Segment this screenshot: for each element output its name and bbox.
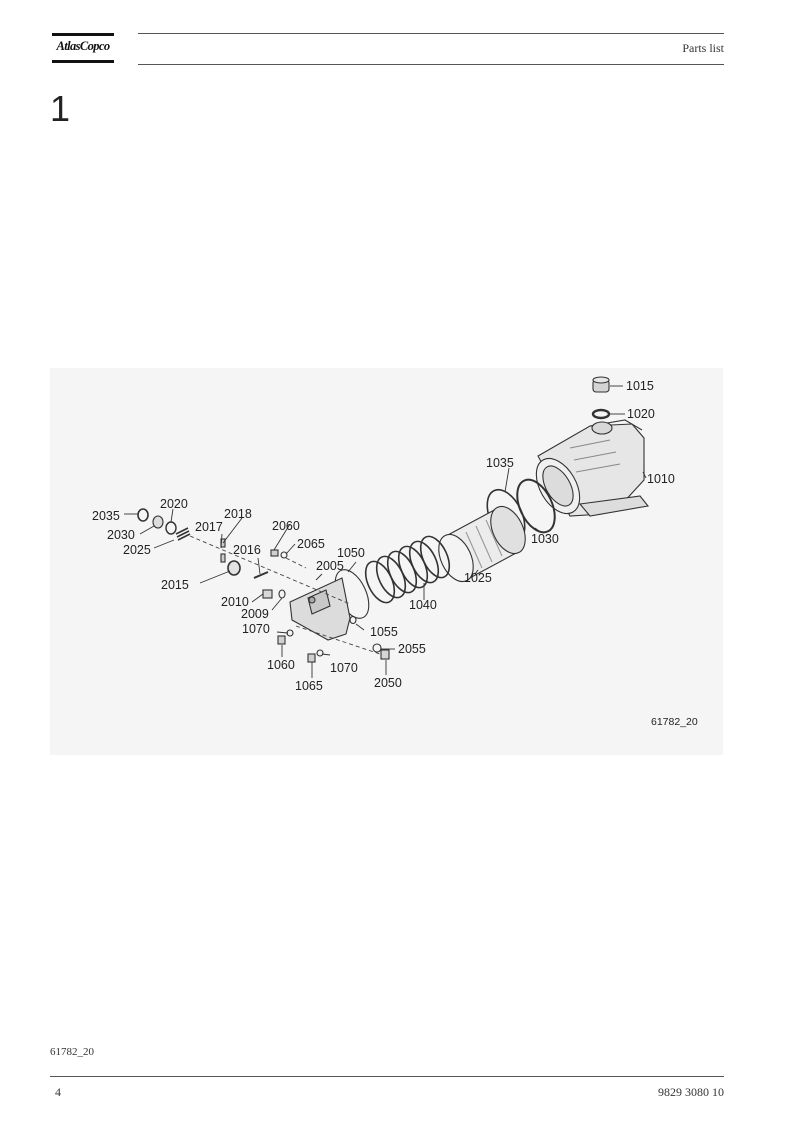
callout-2065: 2065 (297, 537, 325, 551)
pin-2017-part (220, 553, 226, 563)
callout-1040: 1040 (409, 598, 437, 612)
o-ring-2020-part (165, 521, 177, 535)
assembly-axis-lines (189, 535, 381, 655)
callout-2020: 2020 (160, 497, 188, 511)
seal-ring-part (591, 408, 611, 420)
callout-2055: 2055 (398, 642, 426, 656)
cover-part (289, 577, 351, 641)
circlip-part (137, 508, 149, 522)
footer-figure-reference: 61782_20 (50, 1046, 94, 1058)
washer-part (152, 515, 164, 529)
screw-1065-part (307, 653, 316, 663)
nut-2060-part (270, 549, 279, 557)
callout-2018: 2018 (224, 507, 252, 521)
callout-1035: 1035 (486, 456, 514, 470)
callout-1025: 1025 (464, 571, 492, 585)
callout-2005: 2005 (316, 559, 344, 573)
callout-1055: 1055 (370, 625, 398, 639)
washer-1070b-part (316, 649, 324, 657)
spring-part (364, 535, 451, 604)
ring-2009-part (278, 589, 286, 599)
document-number: 9829 3080 10 (658, 1085, 724, 1099)
callout-1050: 1050 (337, 546, 365, 560)
plug-2050-part (380, 649, 390, 660)
callout-2030: 2030 (107, 528, 135, 542)
section-number: 1 (50, 88, 71, 129)
valve-2010-part (262, 589, 273, 599)
housing-part (535, 419, 650, 517)
cylinder-part (438, 505, 526, 583)
exploded-view-figure: 1015 1020 1010 1035 1030 1025 1040 1050 … (50, 368, 723, 755)
callout-2060: 2060 (272, 519, 300, 533)
callout-1060: 1060 (267, 658, 295, 672)
atlas-copco-logo: AtlasCopco (52, 33, 114, 63)
header-title: Parts list (682, 41, 724, 55)
header-bottom-rule (138, 64, 724, 65)
figure-reference: 61782_20 (651, 716, 698, 728)
callout-1070-left: 1070 (242, 622, 270, 636)
callout-1015: 1015 (626, 379, 654, 393)
logo-text: AtlasCopco (56, 39, 110, 53)
callout-2025: 2025 (123, 543, 151, 557)
logo-bottom-bar (52, 60, 114, 63)
screw-1060-part (277, 635, 286, 645)
logo-top-bar (52, 33, 114, 36)
callout-2010: 2010 (221, 595, 249, 609)
callout-2015: 2015 (161, 578, 189, 592)
valve-stem-part (253, 571, 269, 579)
ring-2055-part (372, 643, 382, 653)
callout-1070-right: 1070 (330, 661, 358, 675)
callout-2009: 2009 (241, 607, 269, 621)
callout-1065: 1065 (295, 679, 323, 693)
callout-2050: 2050 (374, 676, 402, 690)
callout-1010: 1010 (647, 472, 675, 486)
callout-2016: 2016 (233, 543, 261, 557)
spring-small-part (175, 527, 191, 541)
callout-1030: 1030 (531, 532, 559, 546)
callout-1020: 1020 (627, 407, 655, 421)
footer-rule (50, 1076, 724, 1077)
callout-2035: 2035 (92, 509, 120, 523)
o-ring-1055-part (349, 615, 357, 625)
page-number: 4 (55, 1085, 61, 1099)
plug-part (592, 376, 610, 393)
leader-lines (124, 385, 647, 678)
seal-2015-part (227, 560, 241, 576)
header-top-rule (138, 33, 724, 34)
callout-2017: 2017 (195, 520, 223, 534)
exploded-view-drawing: 1015 1020 1010 1035 1030 1025 1040 1050 … (92, 376, 698, 728)
washer-2065-part (280, 551, 288, 559)
